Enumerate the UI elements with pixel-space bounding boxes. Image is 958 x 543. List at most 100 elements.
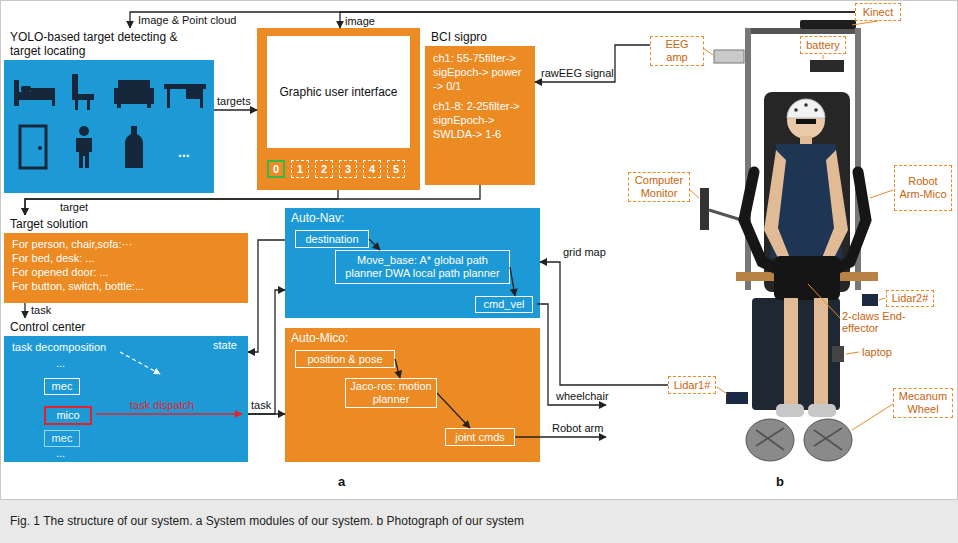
wheelchair-arrow [537, 304, 606, 405]
bed-icon [14, 80, 55, 106]
box-text: position & pose [307, 353, 382, 366]
box-text: 1 [297, 163, 303, 176]
person-icon [79, 126, 89, 136]
callout-box: battery [800, 36, 846, 54]
process-box: joint cmds [445, 428, 515, 446]
callout-box: Computer Monitor [628, 172, 690, 202]
door-icon [20, 126, 46, 168]
callout-box: Lidar2# [886, 290, 934, 307]
box-text: 3 [345, 163, 351, 176]
decomposition-line [120, 352, 160, 374]
ellipsis: ... [56, 447, 65, 459]
box-text: EEG amp [654, 38, 700, 64]
wheelchair-photo [700, 20, 878, 461]
wheelchair-photo [800, 136, 812, 144]
dispatch-arrow [96, 413, 242, 415]
person-icon [76, 126, 92, 168]
module-box: Auto-Nav:destinationMove_base: A* global… [285, 208, 540, 318]
bed-icon [19, 92, 55, 100]
connector-arrow [369, 239, 380, 250]
wheelchair-photo [810, 60, 844, 72]
wheelchair-photo [814, 298, 828, 406]
wheelchair-photo [774, 256, 840, 300]
bed-icon [14, 80, 19, 106]
desk-icon [164, 84, 206, 108]
box-text: 4 [369, 163, 375, 176]
box-text: Move_base: A* global path planner DWA lo… [339, 254, 506, 280]
leader-lines [852, 21, 878, 25]
caption-band [0, 500, 958, 543]
box-text: mec [52, 432, 73, 445]
chair-icon [72, 74, 94, 110]
wheelchair-photo [714, 50, 744, 63]
process-box: Jaco-ros: motion planner [345, 378, 437, 408]
door-icon [38, 146, 42, 150]
wheelchair-photo [808, 404, 836, 417]
bed-icon [31, 88, 55, 92]
door-icon [20, 126, 46, 168]
box-text: Robot Arm-Mico [898, 175, 948, 201]
module-box: BCI sigproch1: 55-75filter-> sigEpoch-> … [425, 28, 535, 185]
connector-arrow [130, 12, 855, 28]
box-text: destination [305, 233, 358, 246]
bottle-icon [125, 126, 143, 168]
wheelchair-photo [784, 298, 798, 406]
leader-lines [846, 352, 859, 354]
box-text: For opened door: ... [4, 265, 248, 279]
leader-lines [823, 55, 824, 59]
wheelchair-photo [862, 294, 878, 306]
task-box: mico [44, 406, 92, 425]
box-text: Lidar2# [892, 292, 929, 305]
task-box: mec [44, 430, 80, 447]
process-box: destination [295, 230, 369, 248]
module-box: Auto-Mico: position & poseJaco-ros: motio… [285, 328, 540, 462]
output-label: Robot arm [552, 422, 603, 434]
edge-label: Image & Point cloud [138, 14, 236, 26]
connector-arrow [214, 109, 257, 110]
robot-arm-arrow [515, 436, 606, 437]
callout-box: EEG amp [650, 36, 704, 66]
connector-arrow [25, 190, 338, 215]
output-label: wheelchair [556, 390, 609, 402]
wheelchair-photo [787, 99, 825, 118]
sofa-icon [114, 80, 154, 108]
connector-arrow [24, 303, 25, 318]
box-text: Kinect [863, 6, 894, 19]
wheelchair-photo [804, 103, 808, 107]
callout-box: Mecanum Wheel [893, 388, 953, 418]
bed-icon [52, 96, 55, 106]
edge-label: task [31, 304, 51, 316]
wheelchair-photo [745, 28, 751, 290]
box-text: For person, chair,sofa:··· [4, 233, 248, 251]
callout-box: Robot Arm-Mico [894, 165, 952, 211]
wheelchair-photo [832, 346, 844, 362]
leader-lines [717, 387, 727, 394]
edge-label: image [345, 15, 375, 27]
choice-box: 4 [363, 160, 381, 178]
edge-label: target [60, 201, 88, 213]
choice-box: 5 [387, 160, 405, 178]
panel-letter: b [776, 476, 784, 488]
box-text: ch1: 55-75filter-> sigEpoch-> power -> 0… [425, 46, 535, 93]
connector-arrow [25, 185, 480, 215]
wheelchair-photo [764, 150, 790, 262]
leader-lines [690, 21, 893, 430]
leader-lines [703, 48, 713, 55]
part-label: laptop [862, 346, 892, 358]
connector-arrow [340, 12, 855, 28]
module-box: Control centertask decompositionmecmicom… [4, 318, 248, 462]
process-box: cmd_vel [475, 296, 533, 313]
wheelchair-photo [822, 150, 848, 262]
wheelchair-photo [736, 272, 778, 281]
connector-arrow [437, 393, 470, 428]
wheelchair-photo [836, 272, 878, 281]
wheelchair-photo [700, 188, 709, 230]
ellipsis: ... [56, 357, 65, 369]
box-title: Control center [4, 318, 248, 336]
figure-frame [1, 1, 958, 500]
box-text: Mecanum Wheel [897, 390, 949, 416]
box-title: Auto-Mico: [285, 328, 540, 348]
callout-box: Kinect [855, 3, 901, 21]
leader-lines [852, 404, 893, 430]
